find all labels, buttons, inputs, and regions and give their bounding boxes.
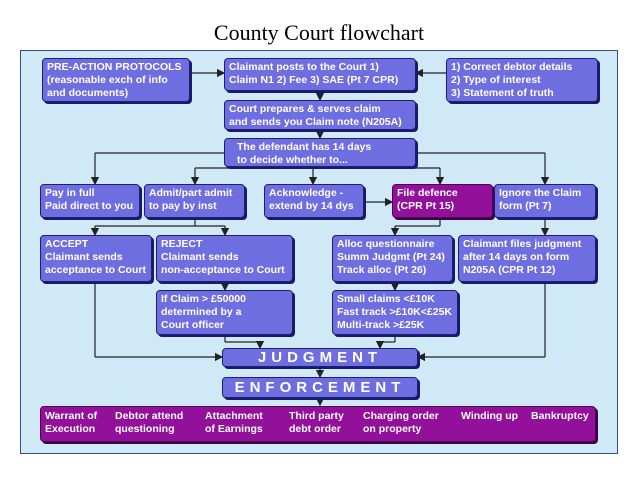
enforcement-item: Charging order on property xyxy=(363,410,439,435)
enforcement-item: Debtor attend questioning xyxy=(115,410,184,435)
tracks-box: Small claims <£10K Fast track >£10K<£25K… xyxy=(332,290,458,335)
files-judgment-box: Claimant files judgment after 14 days on… xyxy=(458,235,596,282)
enforcement-methods-row: Warrant of Execution Debtor attend quest… xyxy=(40,406,596,442)
enforcement-item: Bankruptcy xyxy=(531,410,589,422)
if-claim-box: If Claim > £50000 determined by a Court … xyxy=(156,290,293,335)
admit-part-admit-box: Admit/part admit to pay by inst xyxy=(144,184,245,218)
accept-box: ACCEPT Claimant sends acceptance to Cour… xyxy=(40,235,152,282)
claimant-posts-box: Claimant posts to the Court 1) Claim N1 … xyxy=(224,58,416,91)
pay-in-full-box: Pay in full Paid direct to you xyxy=(40,184,140,218)
alloc-questionnaire-box: Alloc questionnaire Summ Judgmt (Pt 24) … xyxy=(332,235,453,282)
enforcement-item: Winding up xyxy=(461,410,519,422)
correct-details-box: 1) Correct debtor details 2) Type of int… xyxy=(446,58,598,102)
judgment-box: JUDGMENT xyxy=(222,348,418,367)
pre-action-protocols-box: PRE-ACTION PROTOCOLS (reasonable exch of… xyxy=(42,58,190,102)
ignore-claim-box: Ignore the Claim form (Pt 7) xyxy=(494,184,596,218)
enforcement-item: Attachment of Earnings xyxy=(205,410,263,435)
page-title: County Court flowchart xyxy=(213,20,425,45)
enforcement-item: Warrant of Execution xyxy=(45,410,98,435)
file-defence-box: File defence (CPR Pt 15) xyxy=(392,184,493,218)
reject-box: REJECT Claimant sends non-acceptance to … xyxy=(156,235,293,282)
enforcement-box: ENFORCEMENT xyxy=(222,377,418,398)
enforcement-item: Third party debt order xyxy=(289,410,344,435)
court-prepares-box: Court prepares & serves claim and sends … xyxy=(224,100,416,130)
defendant-14-days-box: The defendant has 14 days to decide whet… xyxy=(224,138,416,167)
acknowledge-box: Acknowledge - extend by 14 dys xyxy=(264,184,364,218)
